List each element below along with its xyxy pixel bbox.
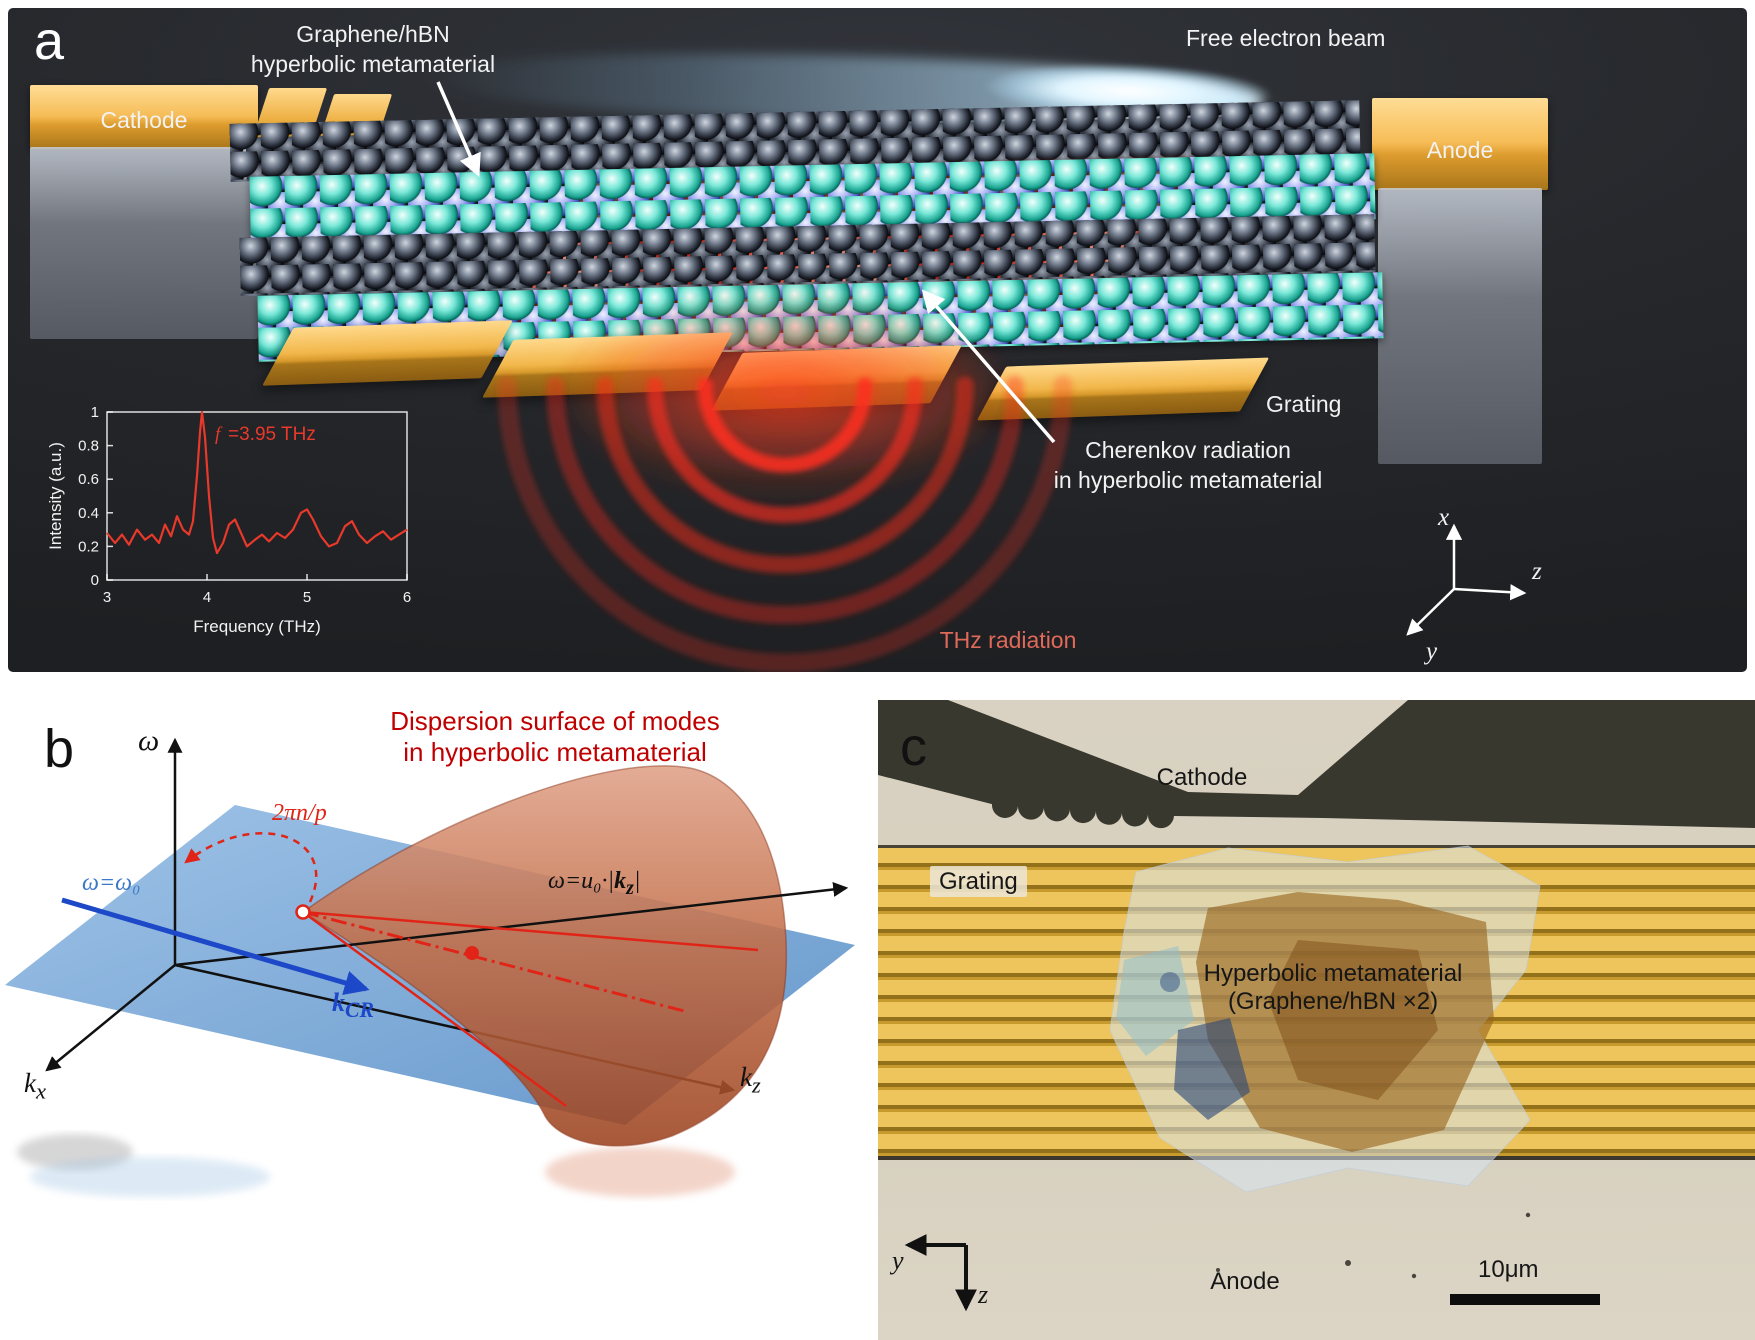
open-circle-marker bbox=[295, 904, 311, 920]
dispersion-surface-hyperbolic bbox=[301, 765, 788, 1147]
x-tick-label: 3 bbox=[103, 589, 111, 606]
cathode-body bbox=[30, 147, 258, 339]
anode-block bbox=[1372, 98, 1548, 190]
surface-reflection bbox=[545, 1147, 735, 1197]
free-electron-beam-label: Free electron beam bbox=[1186, 25, 1386, 51]
material-label: Graphene/hBN hyperbolic metamaterial bbox=[250, 21, 496, 77]
dispersion-plot bbox=[5, 737, 855, 1197]
spectrum-frame bbox=[106, 411, 408, 581]
y-tick-label: 0.8 bbox=[78, 438, 99, 455]
panel-label-c: c bbox=[900, 717, 927, 777]
beam-line-label: ω=u₀·|kz| bbox=[548, 868, 641, 900]
cherenkov-cone bbox=[184, 832, 759, 1108]
thz-radiation-label: THz radiation bbox=[939, 627, 1077, 653]
cone-edge-lower bbox=[302, 910, 567, 1108]
z-axis-label: z bbox=[1532, 558, 1542, 585]
z-axis-label: z bbox=[978, 1280, 989, 1309]
harmonic-2pinp-label: 2πn/p bbox=[272, 800, 327, 826]
grating-label: Grating bbox=[930, 866, 1027, 897]
inset-xlabel: Frequency (THz) bbox=[193, 617, 321, 636]
grating-harmonic-arrow bbox=[184, 832, 318, 903]
y-tick-label: 1 bbox=[91, 404, 99, 421]
material-annotation-arrow bbox=[436, 81, 481, 178]
panel-label-b: b bbox=[44, 719, 75, 779]
panel-c-microscope-image: c Cathode Grating Hyperbolic metamateria… bbox=[878, 700, 1755, 1340]
spectrum-inset: Intensity (a.u.) Frequency (THz) f =3.95… bbox=[47, 404, 411, 636]
x-tick-label: 4 bbox=[203, 589, 211, 606]
cone-axis-dashdot bbox=[302, 910, 689, 1014]
x-axis-label: x bbox=[1438, 504, 1450, 531]
kcr-arrow bbox=[61, 897, 370, 996]
flake-dark-blue-patch bbox=[1174, 1018, 1250, 1120]
plane-reflection bbox=[30, 1157, 270, 1197]
plane-omega0-label: ω=ω₀ bbox=[82, 870, 141, 896]
beam-line-label-post: | bbox=[633, 868, 641, 894]
flake-amber-core bbox=[1268, 940, 1438, 1100]
cone-edge-upper bbox=[302, 910, 759, 952]
flake-amber-graphene bbox=[1196, 892, 1494, 1152]
kx-axis-label: kx bbox=[24, 1068, 46, 1104]
kcr-label: kCR bbox=[332, 988, 374, 1023]
panel-b-dispersion-diagram: b Dispersion surface of modes in hyperbo… bbox=[0, 700, 870, 1340]
grating-label: Grating bbox=[1266, 391, 1342, 417]
omega-axis-label: ω bbox=[138, 724, 160, 757]
y-tick-label: 0.2 bbox=[78, 538, 99, 555]
flake-label: Hyperbolic metamaterial (Graphene/hBN ×2… bbox=[1203, 960, 1463, 1015]
beam-line-label-sub: z bbox=[626, 876, 634, 899]
cathode-electrode-shape bbox=[878, 700, 1755, 829]
yz-axis-pair bbox=[904, 1234, 977, 1312]
scale-bar bbox=[1450, 1294, 1600, 1305]
microscope-overlay bbox=[878, 700, 1755, 1312]
peak-frequency-symbol: f bbox=[215, 424, 223, 445]
phase-matching-point bbox=[465, 946, 479, 960]
panel-a-overlay bbox=[436, 81, 1527, 672]
axis-triad bbox=[1406, 523, 1527, 636]
inset-ylabel: Intensity (a.u.) bbox=[47, 442, 65, 550]
panel-a-device-render: Intensity (a.u.) Frequency (THz) f =3.95… bbox=[8, 8, 1747, 672]
anode-body bbox=[1378, 188, 1542, 464]
x-tick-label: 6 bbox=[403, 589, 411, 606]
y-tick-label: 0.4 bbox=[78, 505, 99, 522]
cherenkov-label: Cherenkov radiation in hyperbolic metama… bbox=[1053, 437, 1323, 493]
y-axis-arrow bbox=[1406, 588, 1455, 636]
beam-line-label-k: k bbox=[614, 868, 627, 894]
z-axis-arrow bbox=[1453, 584, 1527, 601]
scale-bar-label: 10μm bbox=[1478, 1256, 1539, 1283]
peak-frequency-value: =3.95 THz bbox=[228, 424, 316, 445]
anode-label: Anode bbox=[1210, 1268, 1280, 1295]
electron-beam-line bbox=[174, 882, 849, 967]
cherenkov-annotation-arrow bbox=[921, 289, 1056, 444]
y-axis-label: y bbox=[1426, 638, 1438, 665]
thz-wave-arcs bbox=[497, 375, 1073, 672]
dust-specks bbox=[1216, 1212, 1531, 1279]
y-tick-label: 0.6 bbox=[78, 471, 99, 488]
panel-label-a: a bbox=[34, 11, 65, 71]
beam-line-label-pre: ω=u₀·| bbox=[548, 868, 615, 894]
kx-axis bbox=[45, 964, 176, 1072]
spectrum-curve bbox=[106, 410, 408, 555]
y-axis-label: y bbox=[892, 1246, 904, 1275]
x-tick-label: 5 bbox=[303, 589, 311, 606]
cathode-block bbox=[30, 85, 258, 149]
kz-axis-label: kz bbox=[740, 1062, 761, 1098]
cathode-label: Cathode bbox=[1156, 764, 1248, 791]
anode-label: Anode bbox=[1426, 137, 1494, 163]
flake-blue-dot bbox=[1160, 972, 1180, 992]
cathode-label: Cathode bbox=[100, 107, 188, 133]
dispersion-title: Dispersion surface of modes in hyperboli… bbox=[390, 706, 720, 767]
y-tick-label: 0 bbox=[91, 572, 99, 589]
